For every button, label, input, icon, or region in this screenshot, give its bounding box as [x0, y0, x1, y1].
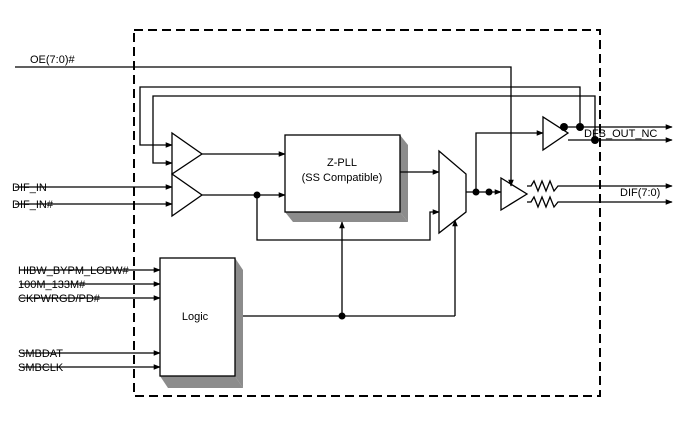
chip-boundary [133, 29, 601, 397]
label-dif-in-n: DIF_IN# [12, 199, 54, 211]
label-dif-out: DIF(7:0) [620, 187, 660, 199]
wiring [15, 66, 673, 370]
input-buffer-upper [171, 131, 204, 176]
zpll-block: Z-PLL (SS Compatible) [284, 134, 408, 222]
label-dfb-out: DFB_OUT_NC [584, 128, 657, 140]
logic-label: Logic [182, 311, 209, 323]
label-100m: 100M_133M# [18, 279, 86, 291]
junction-dots [253, 123, 599, 320]
dif-output-buffer [500, 176, 529, 212]
label-smbclk: SMBCLK [18, 362, 64, 374]
dfb-output-buffer [542, 115, 570, 152]
logic-block: Logic [159, 257, 243, 388]
label-smbdat: SMBDAT [18, 348, 63, 360]
zpll-title: Z-PLL [327, 157, 357, 169]
zpll-subtitle: (SS Compatible) [302, 172, 383, 184]
label-hibw: HIBW_BYPM_LOBW# [18, 265, 130, 277]
label-ckpwrgd: CKPWRGD/PD# [18, 293, 101, 305]
label-dif-in: DIF_IN [12, 182, 47, 194]
input-buffer-lower [171, 172, 204, 218]
output-mux [438, 149, 467, 235]
label-oe: OE(7:0)# [30, 54, 76, 66]
